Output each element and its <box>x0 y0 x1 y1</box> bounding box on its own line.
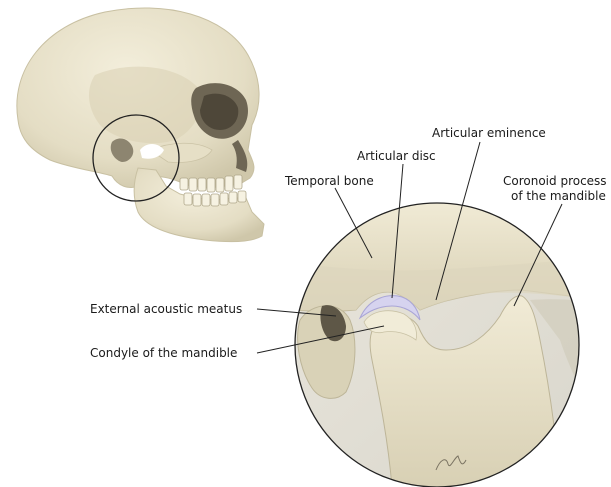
label-coronoid-process-line1: Coronoid process <box>503 174 607 188</box>
magnified-view <box>290 200 600 487</box>
label-articular-eminence: Articular eminence <box>432 126 546 140</box>
label-external-acoustic-meatus: External acoustic meatus <box>90 302 242 316</box>
label-condyle-of-mandible: Condyle of the mandible <box>90 346 237 360</box>
label-temporal-bone: Temporal bone <box>284 174 374 188</box>
skull <box>17 8 264 242</box>
label-coronoid-process-line2: of the mandible <box>511 189 606 203</box>
label-articular-disc: Articular disc <box>357 149 436 163</box>
